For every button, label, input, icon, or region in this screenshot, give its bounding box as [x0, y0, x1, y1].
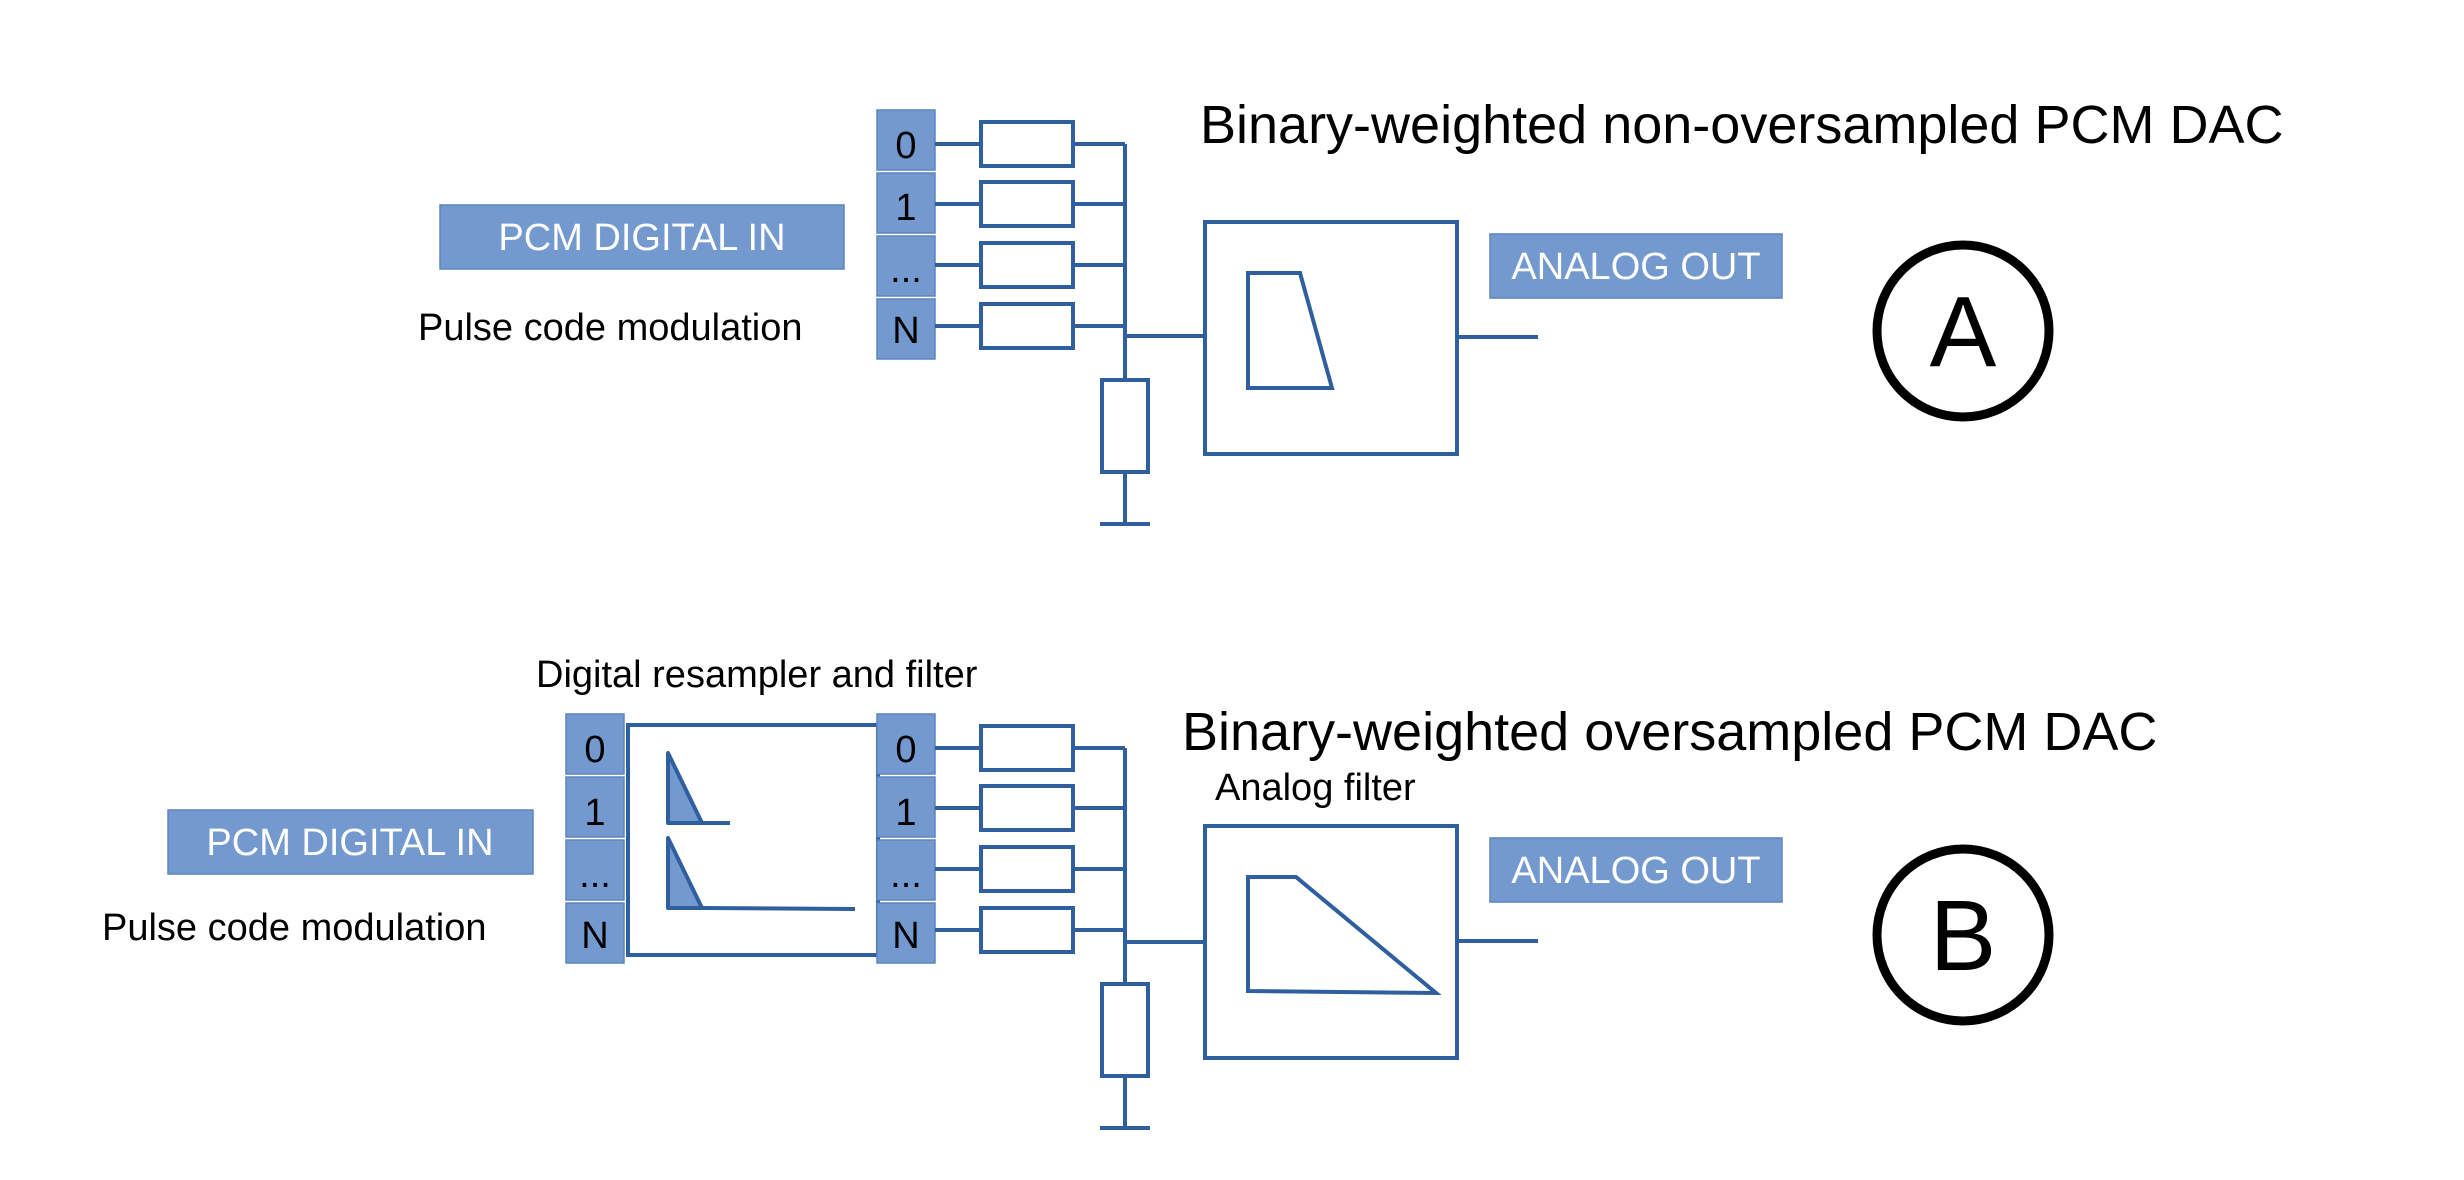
panel-a-bit-cell-0 [876, 109, 936, 171]
panel-b-in-bit-label-1: 1 [584, 792, 605, 834]
panel-a-bit-label-3: N [892, 310, 919, 352]
panel-b-resampler-symbol-bottom [666, 836, 704, 910]
panel-a-filter-symbol [1246, 271, 1335, 390]
panel-b-input-caption: Pulse code modulation [102, 907, 486, 949]
panel-a-resistor-3 [979, 302, 1075, 350]
panel-a-bit-cell-3 [876, 298, 936, 360]
panel-b-resampler-block [626, 723, 880, 957]
panel-b-output-label-box [1489, 837, 1783, 903]
panel-b-in-bit-cell-0 [565, 713, 625, 775]
panel-b-out-bit-label-0: 0 [895, 729, 916, 771]
panel-b-title: Binary-weighted oversampled PCM DAC [1182, 702, 2157, 762]
panel-b-in-bit-label-0: 0 [584, 729, 605, 771]
panel-a-bit-label-0: 0 [895, 125, 916, 167]
panel-b-out-bit-label-3: N [892, 915, 919, 957]
panel-a-title: Binary-weighted non-oversampled PCM DAC [1200, 95, 2283, 155]
panel-b-out-bit-cell-2 [876, 839, 936, 901]
panel-b-output-label: ANALOG OUT [1511, 850, 1760, 892]
panel-a-bit-cell-1 [876, 172, 936, 234]
panel-a-ground-resistor [1100, 378, 1150, 474]
panel-b-out-bit-label-2: ... [890, 854, 922, 896]
panel-a-input-label: PCM DIGITAL IN [498, 217, 785, 259]
panel-b-in-bit-cell-1 [565, 776, 625, 838]
panel-b-marker-circle [1872, 844, 2054, 1026]
panel-b-resampler-symbol-top [666, 751, 704, 825]
panel-a-input-label-box [439, 204, 845, 270]
panel-a-resistor-0 [979, 120, 1075, 168]
panel-a-resistor-2 [979, 241, 1075, 289]
panel-b-input-label: PCM DIGITAL IN [206, 822, 493, 864]
panel-b-analog-filter-label: Analog filter [1215, 767, 1416, 809]
panel-b-out-bit-label-1: 1 [895, 792, 916, 834]
panel-b-resistor-2 [979, 845, 1075, 893]
panel-b-ground-resistor [1100, 982, 1150, 1078]
panel-b-in-bit-cell-2 [565, 839, 625, 901]
panel-b-analog-filter-symbol [1246, 875, 1442, 996]
panel-b-resistor-0 [979, 724, 1075, 772]
panel-a-resistor-network [935, 120, 1205, 526]
panel-b-marker-label: B [1930, 880, 1997, 992]
panel-a-output-label: ANALOG OUT [1511, 246, 1760, 288]
panel-b-in-bit-cell-3 [565, 902, 625, 964]
panel-a-filter-block [1203, 220, 1459, 456]
panel-b-resistor-network [935, 724, 1205, 1130]
panel-b-resampler-label: Digital resampler and filter [536, 654, 978, 696]
panel-a-marker-circle [1872, 240, 2054, 422]
panel-a-input-caption: Pulse code modulation [418, 307, 802, 349]
panel-a-resistor-1 [979, 180, 1075, 228]
panel-a-output-label-box [1489, 233, 1783, 299]
panel-a-bit-label-2: ... [890, 249, 922, 291]
panel-b-input-label-box [167, 809, 534, 875]
panel-b-resistor-3 [979, 906, 1075, 954]
panel-b: Digital resampler and filter Binary-weig… [102, 654, 2157, 1130]
panel-b-in-bit-label-3: N [581, 915, 608, 957]
panel-b-out-bit-cell-3 [876, 902, 936, 964]
panel-b-out-bit-cell-1 [876, 776, 936, 838]
panel-a: Binary-weighted non-oversampled PCM DAC … [418, 95, 2283, 526]
panel-b-resistor-1 [979, 784, 1075, 832]
panel-a-marker-label: A [1930, 276, 1997, 388]
panel-a-bit-label-1: 1 [895, 187, 916, 229]
panel-b-out-bit-cell-0 [876, 713, 936, 775]
panel-b-in-bit-label-2: ... [579, 854, 611, 896]
